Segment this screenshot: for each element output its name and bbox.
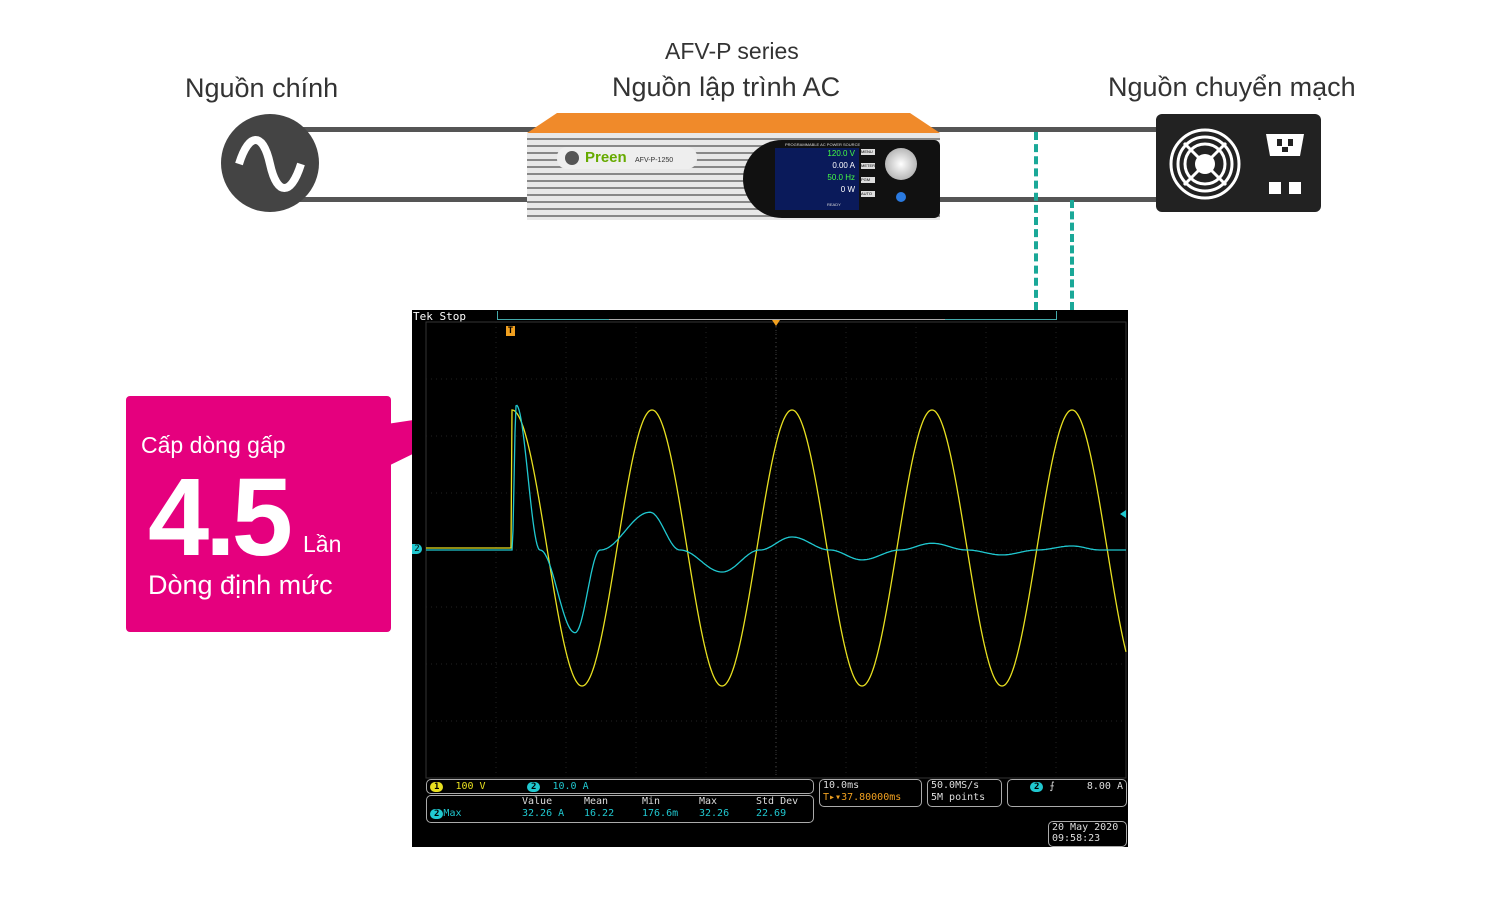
ch1-scale: 100 V [455, 781, 486, 792]
load-label: Nguồn chuyển mạch [1108, 72, 1356, 102]
callout-title: Cấp dòng gấp [141, 432, 286, 458]
model-label: AFV-P-1250 [635, 157, 674, 164]
series-label: AFV-P series [665, 38, 799, 64]
product-label: Nguồn lập trình AC [612, 72, 841, 102]
meas-min: 176.6m [642, 808, 679, 819]
menu-button[interactable]: MENU [861, 149, 875, 155]
scope-date: 20 May 2020 [1052, 822, 1119, 833]
trigger-position-marker [772, 320, 780, 326]
rising-edge-icon: ⨍ [1049, 781, 1055, 792]
meas-header-value: Value [522, 796, 553, 807]
callout-unit: Lần [303, 531, 342, 557]
timebase: 10.0ms [823, 780, 860, 791]
sample-rate: 50.0MS/s [931, 780, 980, 791]
meas-header-stddev: Std Dev [756, 796, 799, 807]
rotary-knob[interactable] [885, 148, 917, 180]
panel-title: PROGRAMMABLE AC POWER SOURCE [785, 142, 861, 147]
meas-label: Max [443, 808, 462, 819]
voltage-readout: 120.0 V [827, 149, 855, 158]
auto-button[interactable]: AUTO [861, 191, 875, 197]
trigger-level: 8.00 A [1086, 781, 1123, 792]
inrush-callout: Cấp dòng gấp 4.5 Lần Dòng định mức [126, 396, 391, 632]
voltage-waveform [426, 409, 1127, 687]
brand-logo: Preen [585, 149, 627, 166]
ch2-ground-marker: 2 [412, 544, 422, 554]
pgm-button[interactable]: PGM [861, 177, 875, 183]
output-button[interactable] [896, 192, 906, 202]
trigger-source-badge: 2 [1030, 782, 1044, 792]
probe-line-voltage [1034, 132, 1038, 310]
power-readout: 0 W [840, 185, 855, 194]
meas-max: 32.26 [699, 808, 730, 819]
timebase-panel[interactable]: 10.0ms T▸▾37.80000ms [819, 779, 922, 807]
meas-header-min: Min [642, 796, 661, 807]
probe-line-current [1070, 200, 1074, 310]
callout-subtitle: Dòng định mức [148, 570, 333, 600]
scope-time: 09:58:23 [1052, 833, 1101, 844]
meas-ch-badge: 2 [430, 809, 444, 819]
meas-mean: 16.22 [584, 808, 615, 819]
acquisition-panel[interactable]: 50.0MS/s 5M points [927, 779, 1002, 807]
trigger-panel[interactable]: 2 ⨍ 8.00 A [1007, 779, 1127, 807]
trigger-position: 37.80000ms [841, 792, 902, 803]
scope-status: Tek Stop [413, 310, 466, 323]
status-label: READY [827, 202, 841, 207]
trigger-marker-icon: T [506, 326, 515, 336]
ch2-badge: 2 [527, 782, 541, 792]
lcd-display: 120.0 V 0.00 A 50.0 Hz 0 W [775, 148, 859, 210]
callout-value: 4.5 [148, 456, 293, 579]
ac-power-source-device: Preen AFV-P-1250 PROGRAMMABLE AC POWER S… [527, 113, 940, 220]
mains-label: Nguồn chính [185, 73, 339, 103]
meter-button[interactable]: METER [861, 163, 875, 169]
current-waveform [426, 404, 1126, 634]
ac-source-icon [221, 114, 319, 212]
meas-value: 32.26 A [522, 808, 565, 819]
ch1-badge: 1 [430, 782, 444, 792]
current-readout: 0.00 A [832, 161, 855, 170]
record-length: 5M points [931, 792, 986, 803]
meas-header-max: Max [699, 796, 718, 807]
meas-stddev: 22.69 [756, 808, 787, 819]
meas-header-mean: Mean [584, 796, 609, 807]
oscilloscope-screenshot: Tek Stop T 2 1 100 V 2 10.0 A Value Mean… [412, 310, 1128, 847]
record-window [609, 311, 945, 320]
fan-icon [1169, 128, 1304, 200]
switching-power-supply-icon [1156, 114, 1321, 212]
trigger-level-marker [1120, 510, 1126, 518]
ch2-scale: 10.0 A [552, 781, 589, 792]
datetime-panel: 20 May 2020 09:58:23 [1048, 821, 1127, 847]
waveform-graticule [425, 320, 1127, 779]
frequency-readout: 50.0 Hz [827, 173, 855, 182]
channel-scale-panel[interactable]: 1 100 V 2 10.0 A [426, 779, 814, 794]
